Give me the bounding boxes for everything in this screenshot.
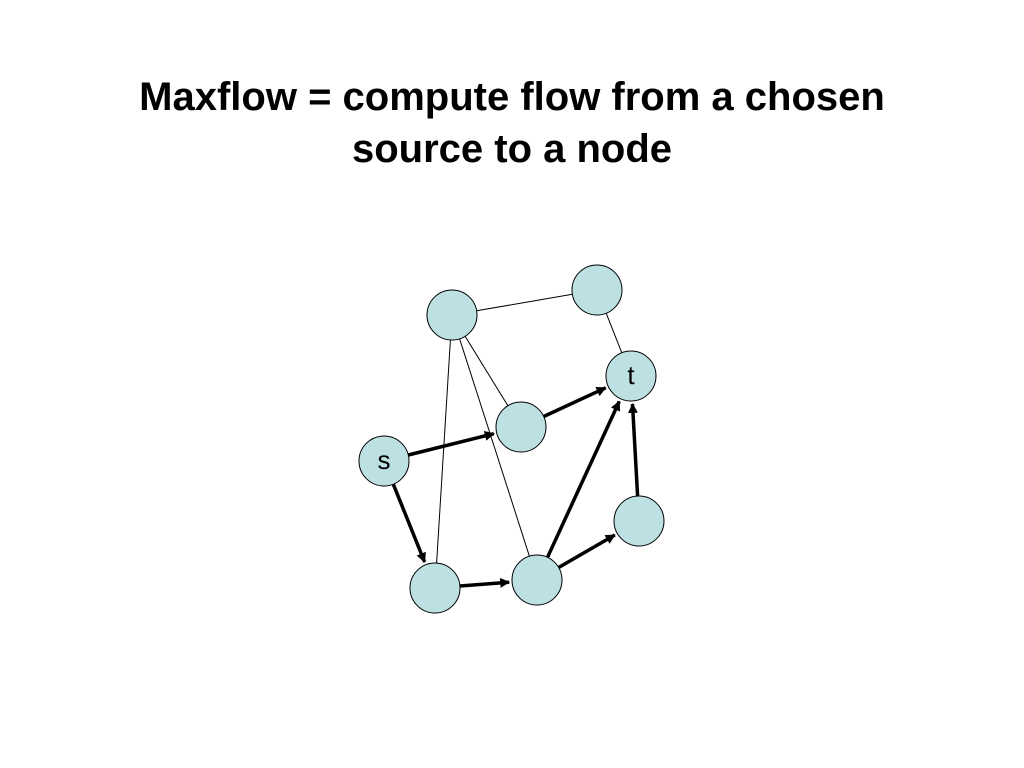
- node-circle: [358, 435, 410, 487]
- node-n4: [613, 495, 665, 547]
- edge-s-n3: [407, 431, 495, 457]
- node-n3: [495, 401, 547, 453]
- edge-layer: [391, 293, 640, 588]
- node-label-t: t: [627, 360, 635, 390]
- edge-n1-n6: [459, 338, 530, 557]
- node-t: t: [605, 350, 657, 402]
- node-s: s: [358, 435, 410, 487]
- edge-n6-n4: [557, 533, 616, 570]
- slide-title: Maxflow = compute flow from a chosen sou…: [0, 71, 1024, 175]
- edge-n1-n3: [464, 336, 509, 406]
- edge-n5-n6: [459, 577, 511, 588]
- node-circle: [409, 562, 461, 614]
- node-layer: ts: [358, 264, 665, 614]
- node-n1: [426, 289, 478, 341]
- edge-n1-n2: [476, 293, 573, 312]
- edge-n2-t: [605, 313, 623, 353]
- edge-n3-t: [542, 386, 607, 419]
- node-circle: [605, 350, 657, 402]
- edge-s-n5: [391, 483, 427, 563]
- node-label-s: s: [378, 445, 391, 475]
- node-n5: [409, 562, 461, 614]
- node-circle: [613, 495, 665, 547]
- node-circle: [426, 289, 478, 341]
- edge-n6-t: [545, 400, 621, 559]
- node-circle: [495, 401, 547, 453]
- slide-title-line-2: source to a node: [351, 126, 673, 171]
- node-circle: [571, 264, 623, 316]
- edge-n4-t: [628, 403, 640, 497]
- edge-n1-n5: [436, 339, 451, 564]
- slide-title-line-1: Maxflow = compute flow from a chosen: [139, 74, 885, 119]
- node-n2: [571, 264, 623, 316]
- node-n6: [511, 554, 563, 606]
- node-circle: [511, 554, 563, 606]
